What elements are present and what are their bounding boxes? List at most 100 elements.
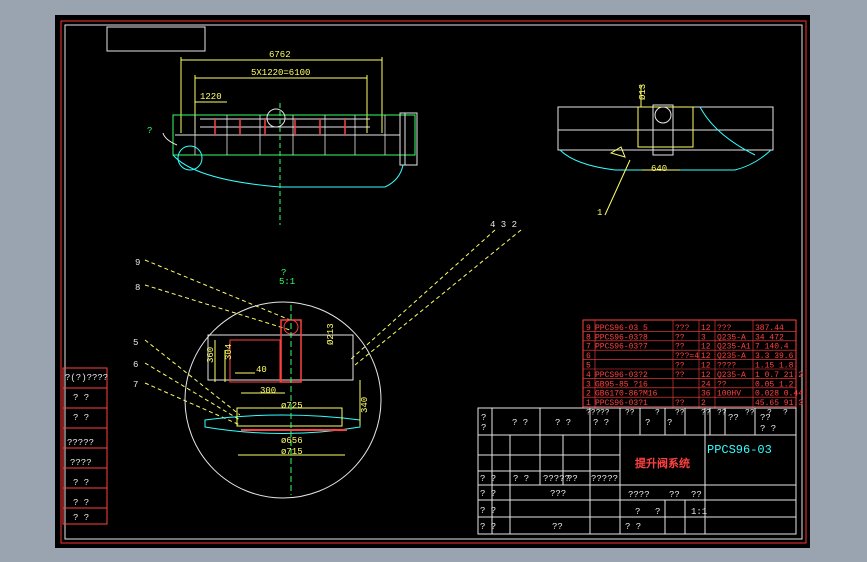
callout-9: 9 bbox=[135, 258, 140, 268]
dim-360: 360 bbox=[206, 347, 216, 363]
parts-cell-wt: 0.028 0.44 bbox=[755, 390, 803, 399]
parts-header-cell: ?? bbox=[675, 409, 685, 418]
callout-7: 7 bbox=[133, 380, 138, 390]
tb-r3: ????? bbox=[543, 474, 570, 484]
tb-r11: ? ? bbox=[480, 506, 496, 516]
parts-cell-qty: 12 bbox=[701, 343, 711, 352]
tb-qq2: ? ? bbox=[555, 418, 571, 428]
side-section-view: Ø13 640 1 bbox=[557, 84, 774, 218]
parts-cell-qty: 12 bbox=[701, 371, 711, 380]
tb-q4: ? bbox=[667, 418, 672, 428]
sheet-border bbox=[60, 20, 807, 544]
parts-cell-code: PPCS96-03?7 bbox=[595, 343, 648, 352]
parts-cell-name: ???=4 bbox=[675, 352, 699, 361]
tb-r10: ?? bbox=[691, 490, 702, 500]
parts-cell-code: GB6170-86?M16 bbox=[595, 390, 658, 399]
callout-5: 5 bbox=[133, 338, 138, 348]
front-elevation-view: 6762 5X1220=6100 1220 ? bbox=[147, 50, 418, 225]
valve-wheel-icon bbox=[654, 106, 672, 124]
parts-header-cell: ?? bbox=[600, 409, 610, 418]
parts-cell-qty: 24 bbox=[701, 380, 711, 389]
parts-cell-mat: Q235-A bbox=[717, 333, 746, 342]
tb-r9: ?? bbox=[669, 490, 680, 500]
parts-cell-no: 5 bbox=[586, 362, 591, 371]
tb-qq4: ?? bbox=[728, 413, 739, 423]
parts-cell-wt: 387.44 bbox=[755, 324, 784, 333]
rev-cell-1: ? ? bbox=[73, 393, 89, 403]
rev-cell-5: ? ? bbox=[73, 478, 89, 488]
detail-label: ? bbox=[281, 268, 286, 278]
tb-qq5: ?? bbox=[760, 413, 771, 423]
hull-bottom-curve bbox=[172, 154, 404, 188]
parts-cell-wt: 7 140.4 bbox=[755, 343, 789, 352]
parts-cell-wt: 45.65 91.3 bbox=[755, 399, 803, 408]
tb-r12: ? bbox=[635, 507, 640, 517]
rev-cell-0: ?(?)???? bbox=[65, 373, 108, 383]
bow-block bbox=[399, 112, 418, 166]
rev-cell-4: ???? bbox=[70, 458, 92, 468]
tb-q1: ? bbox=[481, 413, 486, 423]
parts-cell-no: 4 bbox=[586, 371, 591, 380]
tb-qq1: ? ? bbox=[512, 418, 528, 428]
tb-qq6: ? ? bbox=[760, 424, 776, 434]
parts-header-cell: ? bbox=[767, 409, 772, 418]
parts-cell-wt: 0.05 1.2 bbox=[755, 380, 794, 389]
side-hull-outline bbox=[557, 106, 774, 151]
outer-border bbox=[64, 24, 803, 540]
callouts-top: 4 3 2 bbox=[490, 220, 517, 230]
dim-340: 340 bbox=[360, 397, 370, 413]
callout-1: 1 bbox=[597, 208, 602, 218]
parts-cell-wt: 3.3 39.6 bbox=[755, 352, 794, 361]
parts-cell-no: 8 bbox=[586, 333, 591, 342]
parts-cell-qty: 12 bbox=[701, 362, 711, 371]
parts-cell-mat: ??? bbox=[717, 324, 732, 333]
detail-hull bbox=[204, 414, 361, 434]
callout-8: 8 bbox=[135, 283, 140, 293]
tb-r1: ? ? bbox=[480, 474, 496, 484]
cad-drawing-canvas: 6762 5X1220=6100 1220 ? Ø13 640 1 bbox=[60, 20, 807, 544]
detail-circle bbox=[184, 301, 382, 499]
parts-cell-no: 2 bbox=[586, 390, 591, 399]
valve-body bbox=[652, 104, 674, 156]
rev-cell-3: ????? bbox=[67, 438, 94, 448]
code-box bbox=[106, 26, 206, 52]
leaders-left bbox=[144, 259, 291, 426]
rev-cell-7: ? ? bbox=[73, 513, 89, 523]
tb-r6: ? ? bbox=[480, 489, 496, 499]
parts-cell-wt: 1 0.7 21.2 bbox=[755, 371, 803, 380]
tb-r13: ? bbox=[655, 507, 660, 517]
parts-cell-code: PPCS96-03?2 bbox=[595, 371, 648, 380]
side-bilge-curve bbox=[699, 106, 756, 156]
parts-cell-name: ?? bbox=[675, 343, 685, 352]
parts-header-cell: ?? bbox=[717, 409, 727, 418]
title-block: ? ? ? ? ? ? ? ? ? ? ?? ?? ? ? PPCS96-03 … bbox=[477, 407, 797, 535]
parts-header-cell: ?? bbox=[625, 409, 635, 418]
parts-cell-name: ?? bbox=[675, 399, 685, 408]
parts-cell-no: 1 bbox=[586, 399, 591, 408]
rev-cell-6: ? ? bbox=[73, 498, 89, 508]
valve-housing bbox=[637, 106, 694, 148]
parts-cell-no: 9 bbox=[586, 324, 591, 333]
detail-indicator-circle bbox=[177, 145, 203, 171]
dim-spacing: 5X1220=6100 bbox=[251, 68, 310, 78]
valve-top-icon bbox=[266, 108, 286, 128]
parts-cell-code: PPCS96-03?1 bbox=[595, 399, 648, 408]
parts-cell-name: ?? bbox=[675, 333, 685, 342]
tb-r8: ???? bbox=[628, 490, 650, 500]
tb-qq3: ? ? bbox=[593, 418, 609, 428]
tb-r5: ????? bbox=[591, 474, 618, 484]
parts-header-cell: ? bbox=[783, 409, 788, 418]
dim-725: ø725 bbox=[281, 401, 303, 411]
dim-300: 300 bbox=[260, 386, 276, 396]
parts-cell-mat: Q235-A1 bbox=[717, 343, 751, 352]
dim-width: 640 bbox=[651, 164, 667, 174]
parts-header-cell: ??? bbox=[586, 409, 601, 418]
revision-table: ?(?)???? ? ? ? ? ????? ???? ? ? ? ? ? ? bbox=[62, 367, 108, 525]
parts-cell-code: PPCS96-03 5 bbox=[595, 324, 648, 333]
parts-cell-code: GB95-85 ?16 bbox=[595, 380, 648, 389]
frame-ribs bbox=[194, 115, 386, 155]
parts-cell-wt: 34 472 bbox=[755, 333, 784, 342]
parts-cell-no: 6 bbox=[586, 352, 591, 361]
tb-r7: ??? bbox=[550, 489, 566, 499]
hull-outline bbox=[172, 114, 416, 156]
